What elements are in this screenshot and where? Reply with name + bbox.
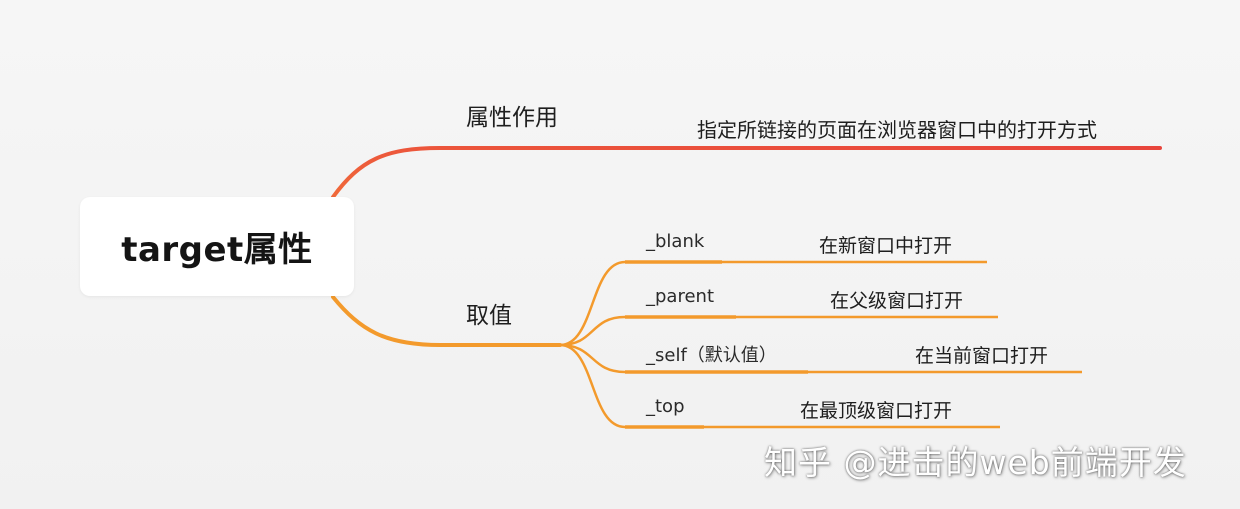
branch-values-label: 取值 — [466, 303, 512, 329]
value-self-description: 在当前窗口打开 — [915, 345, 1049, 367]
branch-purpose-description: 指定所链接的页面在浏览器窗口中的打开方式 — [697, 118, 1097, 142]
value-blank-key: _blank — [646, 231, 705, 252]
value-top-description: 在最顶级窗口打开 — [800, 400, 953, 422]
value-parent-description: 在父级窗口打开 — [830, 290, 964, 312]
connector-values-to-self — [559, 343, 1082, 374]
watermark-text: 知乎 @进击的web前端开发 — [764, 443, 1187, 482]
connector-values-to-blank — [559, 260, 987, 347]
connector-root-to-values — [331, 295, 562, 347]
root-node[interactable]: target属性 — [80, 197, 354, 296]
branch-purpose-label: 属性作用 — [466, 105, 558, 131]
value-top-key: _top — [646, 396, 685, 417]
root-label: target属性 — [121, 230, 313, 270]
connector-root-to-purpose — [331, 146, 1162, 199]
connector-values-to-parent — [559, 315, 998, 347]
value-blank-description: 在新窗口中打开 — [819, 235, 953, 257]
connector-values-to-top — [559, 343, 1000, 429]
value-self-key: _self（默认值） — [646, 345, 777, 366]
value-parent-key: _parent — [646, 286, 715, 307]
